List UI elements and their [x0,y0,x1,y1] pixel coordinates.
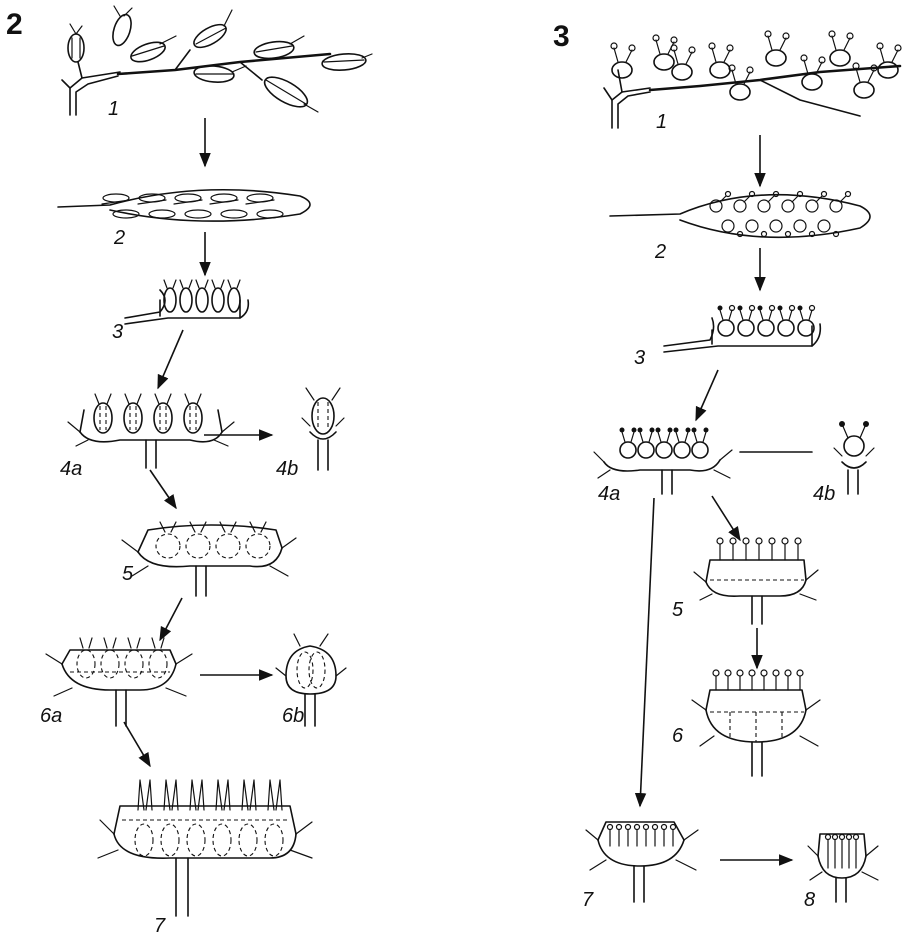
left-stage-label-1: 1 [108,98,119,120]
left-stage-label-2: 2 [113,227,125,249]
left-stage-label-7: 7 [154,915,166,935]
left-stage-label-3: 3 [112,321,123,343]
right-stage-label-6: 6 [672,725,684,747]
left-stage-3-drawing [125,280,248,324]
right-stage-label-1: 1 [656,111,667,133]
right-stage-8-drawing [808,834,878,902]
right-stage-label-4b: 4b [813,483,835,505]
left-stage-5-drawing [122,522,296,596]
left-stage-4b-drawing [302,388,344,470]
right-stage-5-drawing [694,538,818,624]
right-stage-label-2: 2 [654,241,666,263]
left-stage-6a-drawing [46,638,192,726]
right-stage-4b-drawing [834,421,874,494]
left-stage-2-drawing [58,190,310,221]
right-stage-2-drawing [610,192,870,238]
left-stage-label-4b: 4b [276,458,298,480]
right-stage-label-7: 7 [582,889,594,911]
left-stage-4a-drawing [68,394,234,468]
left-stage-label-5: 5 [122,563,134,585]
right-stage-3-drawing [664,306,820,353]
right-stage-label-8: 8 [804,889,815,911]
right-stage-label-4a: 4a [598,483,620,505]
right-stage-1-drawing [604,31,901,128]
left-stage-label-4a: 4a [60,458,82,480]
right-stage-7-drawing [586,822,698,902]
left-stage-label-6b: 6b [282,705,304,727]
right-stage-6-drawing [692,670,820,776]
right-stage-label-3: 3 [634,347,645,369]
left-stage-label-6a: 6a [40,705,62,727]
right-stage-label-5: 5 [672,599,684,621]
left-stage-7-drawing [98,780,312,916]
